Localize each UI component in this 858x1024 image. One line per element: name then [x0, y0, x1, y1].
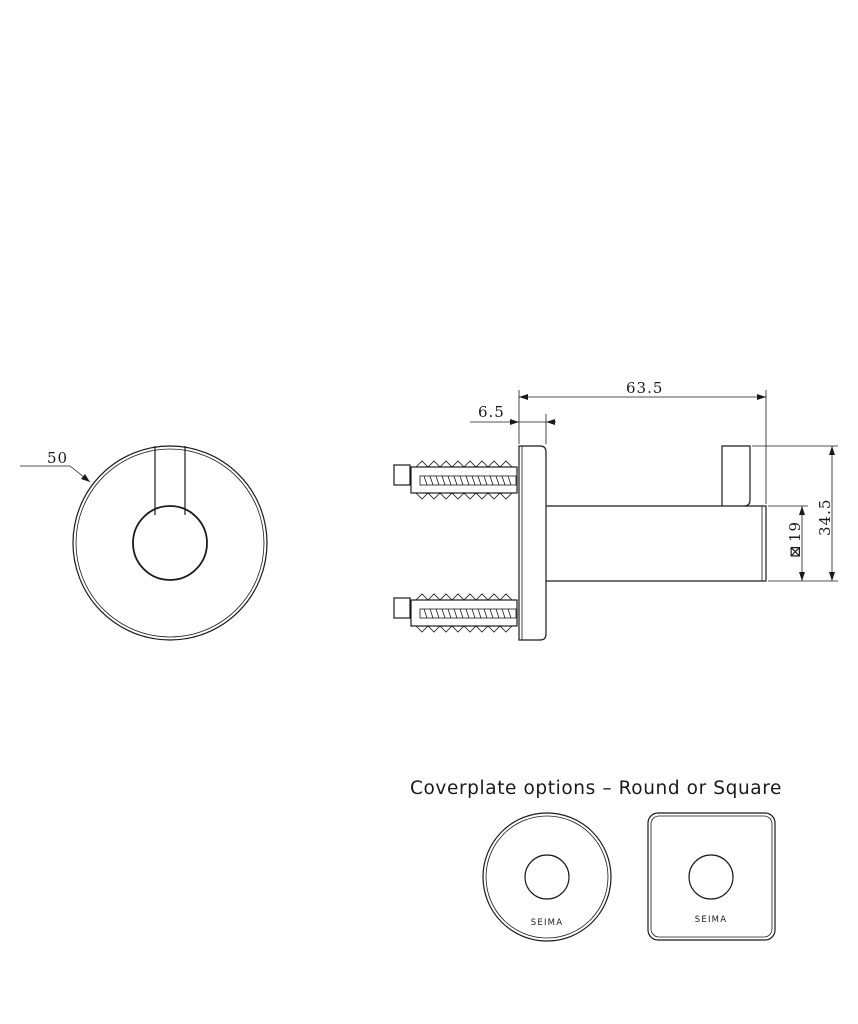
- round-coverplate-hole: [524, 854, 570, 900]
- bottom-wall-plug-teeth-top: [415, 593, 513, 601]
- top-wall-plug-thread: [423, 475, 512, 486]
- dim-arrow-right: [757, 394, 766, 400]
- top-wall-plug-screw-shaft: [419, 475, 517, 486]
- square-coverplate-brand: SEIMA: [695, 915, 727, 925]
- dim-tube-size-label: 19: [786, 521, 804, 542]
- front-diameter-arrow: [81, 474, 90, 482]
- coverplate-caption: Coverplate options – Round or Square: [410, 778, 782, 799]
- round-coverplate-outer: [482, 812, 612, 942]
- square-coverplate-outer: [647, 812, 776, 941]
- dim-tube-size-symbol: ⊠: [786, 544, 804, 558]
- coverplate-options: Coverplate options – Round or Square SEI…: [410, 778, 782, 942]
- dim-overall-height-label: 34.5: [816, 499, 834, 536]
- dim-arrow-bottom: [829, 572, 835, 581]
- side-view-tube: [546, 505, 767, 582]
- bottom-wall-plug-thread: [423, 608, 512, 619]
- top-wall-plug-teeth-bottom: [415, 492, 513, 500]
- dim-overall-height: 34.5: [752, 445, 838, 582]
- top-wall-plug: [393, 460, 518, 500]
- dim-overall-projection-label: 63.5: [626, 379, 663, 397]
- top-wall-plug-teeth-top: [415, 460, 513, 468]
- front-view-inner-circle: [75, 448, 265, 638]
- dim-tube-size: ⊠ 19: [768, 505, 808, 581]
- side-view: 63.5 6.5 34.5 ⊠ 19: [393, 379, 838, 641]
- front-view-hook-arm: [154, 446, 186, 515]
- side-view-hook-upright: [721, 445, 751, 507]
- dim-arrow-tube-top: [799, 506, 805, 515]
- round-coverplate-brand: SEIMA: [531, 918, 563, 928]
- dim-arrow-left: [519, 394, 528, 400]
- bottom-wall-plug-body: [410, 599, 518, 627]
- bottom-wall-plug-screw-shaft: [419, 608, 517, 619]
- square-coverplate-inner: [650, 815, 773, 938]
- dim-arrow-plate-right: [546, 419, 555, 425]
- top-wall-plug-body: [410, 466, 518, 494]
- front-view: 50: [20, 445, 268, 641]
- front-view-tube-end: [132, 505, 208, 581]
- side-view-wall-plate: [518, 445, 547, 641]
- front-view-outer-circle: [72, 445, 268, 641]
- dim-overall-projection: 63.5: [518, 379, 767, 504]
- dim-arrow-plate-left: [510, 419, 519, 425]
- round-coverplate-inner: [485, 815, 609, 939]
- top-wall-plug-screw-head: [393, 464, 411, 486]
- front-diameter-label: 50: [47, 449, 68, 467]
- bottom-wall-plug-screw-head: [393, 597, 411, 619]
- round-coverplate: SEIMA: [482, 812, 612, 942]
- bottom-wall-plug: [393, 593, 518, 633]
- dim-plate-thickness-label: 6.5: [478, 403, 505, 421]
- dim-arrow-tube-bottom: [799, 572, 805, 581]
- bottom-wall-plug-teeth-bottom: [415, 625, 513, 633]
- square-coverplate-hole: [688, 854, 734, 900]
- dim-arrow-top: [829, 446, 835, 455]
- dim-plate-thickness: 6.5: [470, 403, 556, 444]
- square-coverplate: SEIMA: [647, 812, 776, 941]
